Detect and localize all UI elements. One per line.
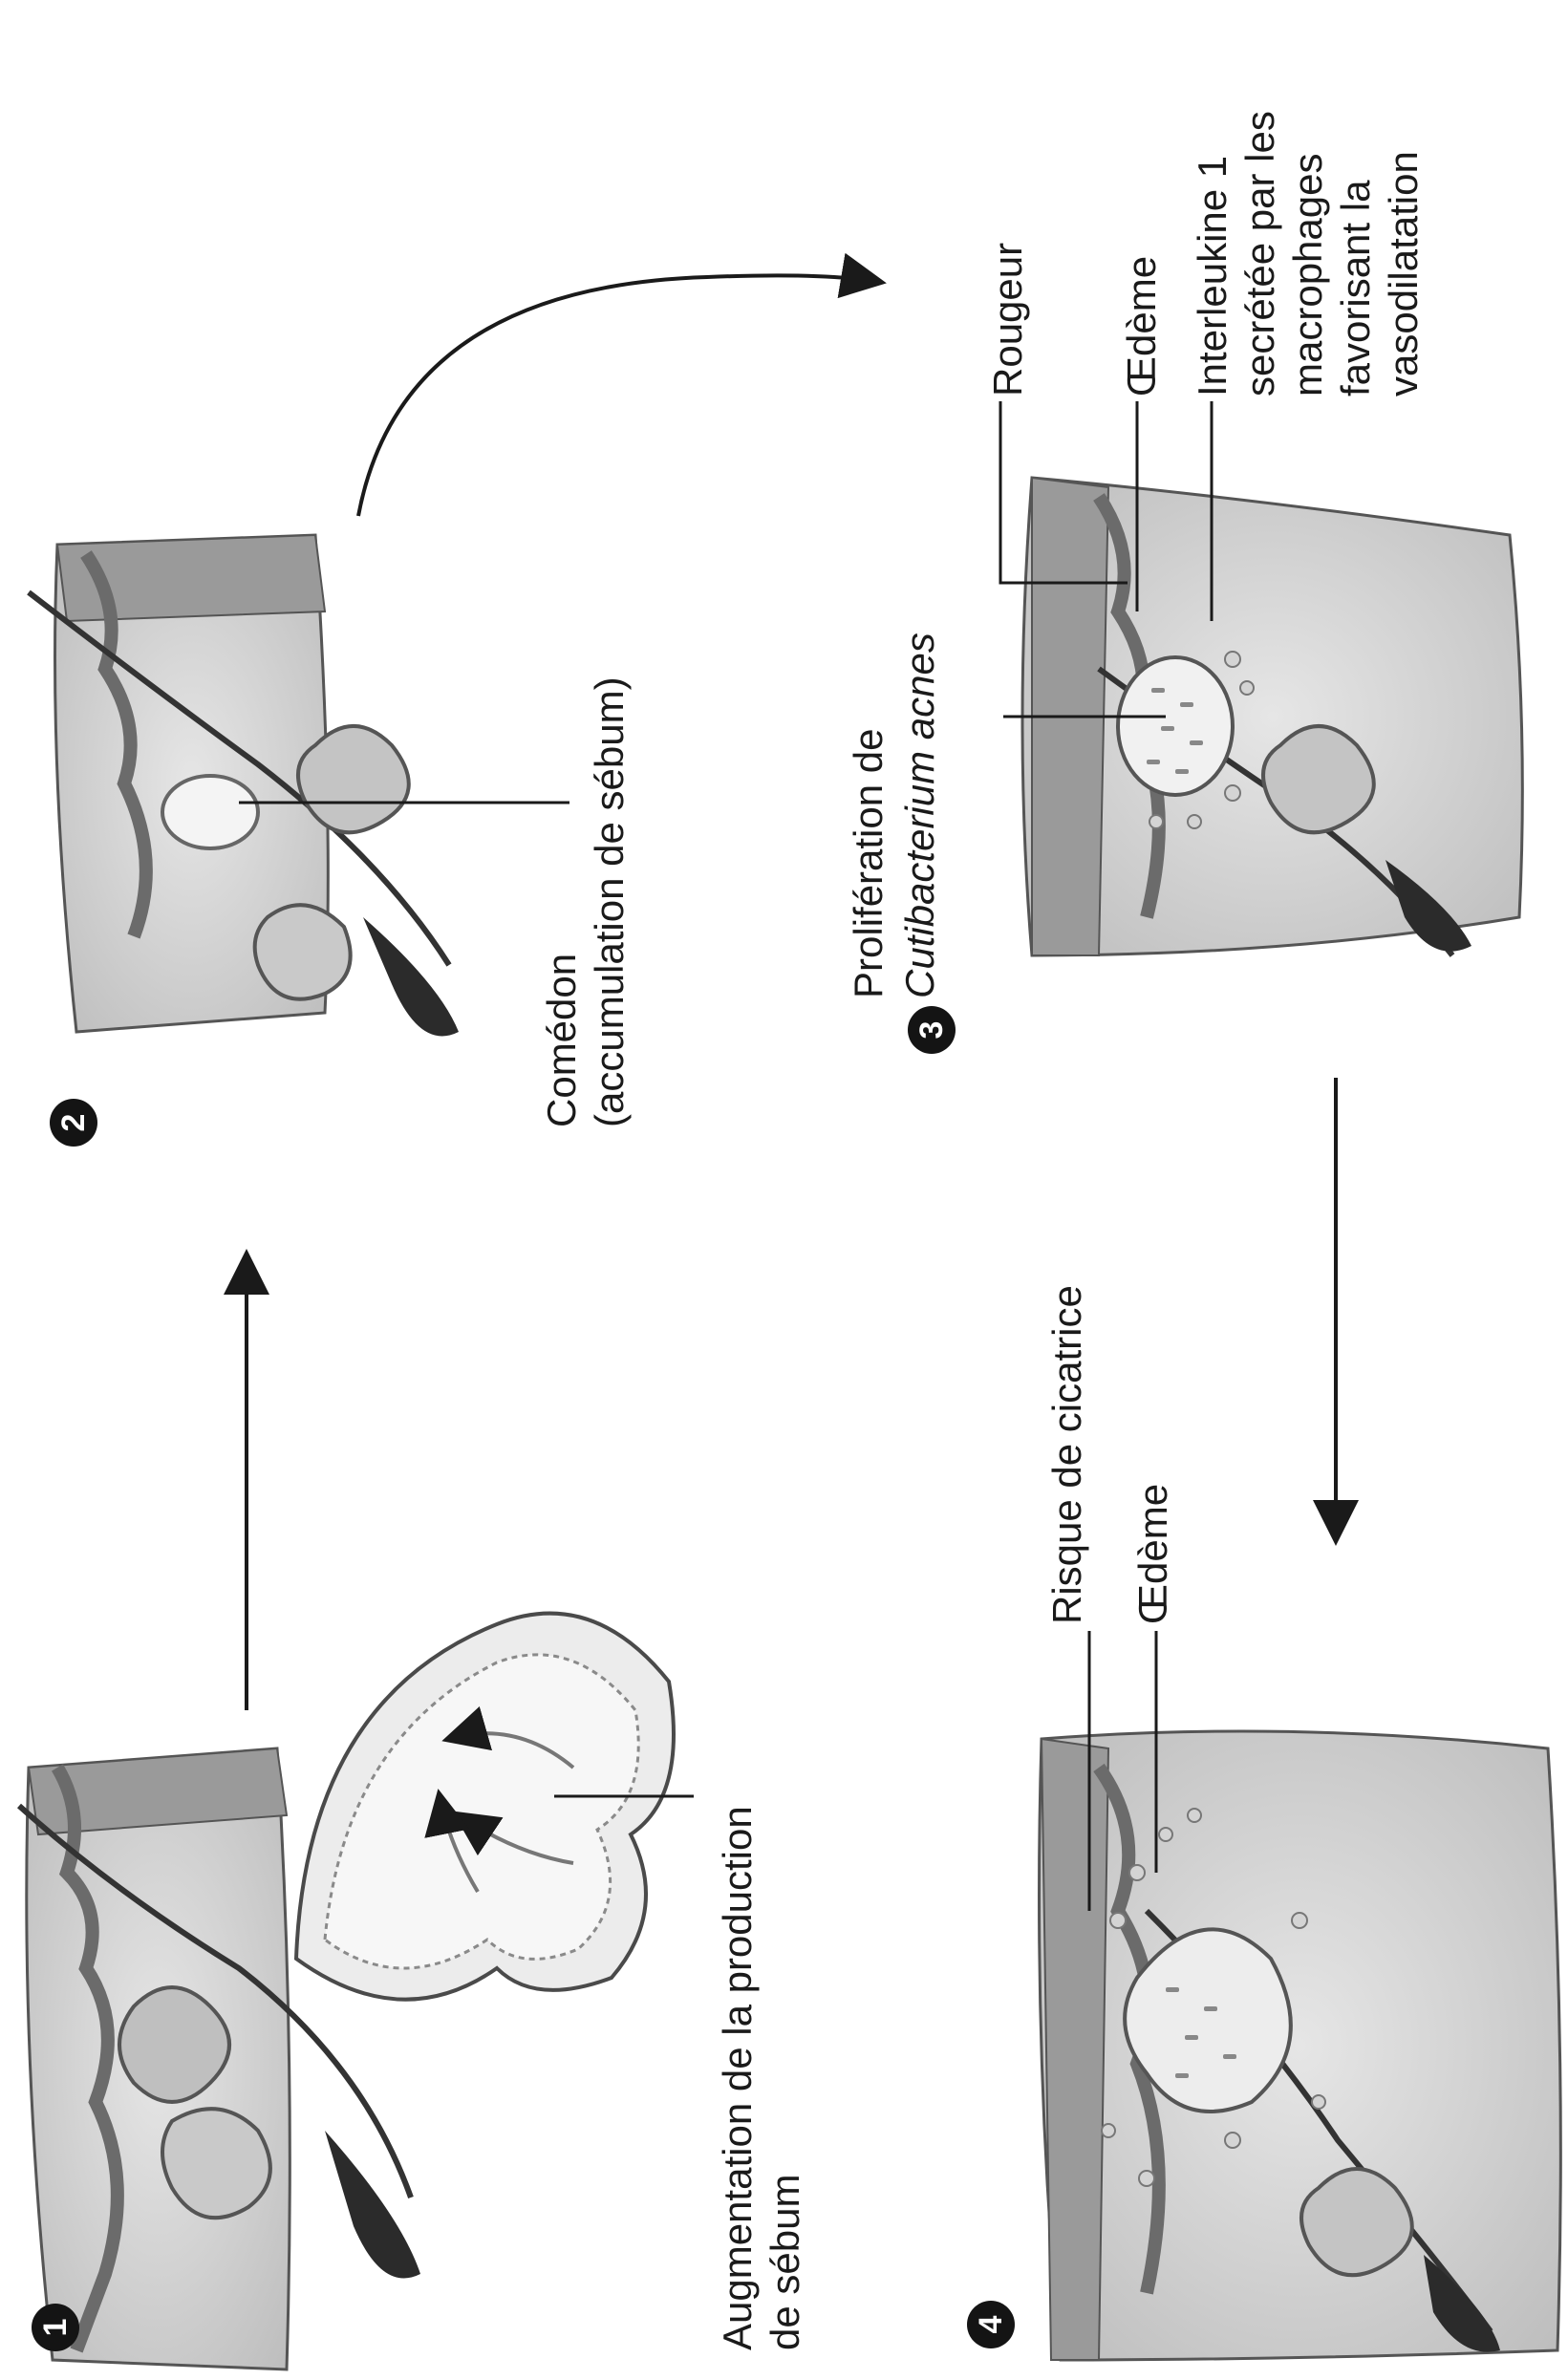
skin-block-4 bbox=[1040, 1731, 1561, 2360]
sebaceous-gland-zoom bbox=[296, 1614, 674, 2000]
label-step-3-line1: Prolifération de bbox=[845, 729, 892, 999]
label-step-2: Comédon (accumulation de sébum) bbox=[538, 676, 634, 1127]
step-badge-2: 2 bbox=[50, 1099, 97, 1147]
arrow-2-to-3 bbox=[358, 275, 879, 516]
label-step-3-line2: Cutibacterium acnes bbox=[896, 633, 944, 998]
label-cicatrice: Risque de cicatrice bbox=[1043, 1285, 1091, 1624]
label-interleukine: Interleukine 1 secrétée par les macropha… bbox=[1189, 111, 1428, 397]
step-badge-1: 1 bbox=[32, 2304, 79, 2351]
step-badge-4: 4 bbox=[967, 2301, 1015, 2348]
label-oedeme-4: Œdème bbox=[1129, 1484, 1177, 1624]
label-rougeur: Rougeur bbox=[984, 243, 1032, 397]
label-oedeme-3: Œdème bbox=[1118, 256, 1166, 397]
label-step-1: Augmentation de la production de sébum bbox=[714, 1806, 809, 2350]
skin-block-2 bbox=[29, 535, 459, 1036]
step-badge-3: 3 bbox=[908, 1006, 956, 1054]
